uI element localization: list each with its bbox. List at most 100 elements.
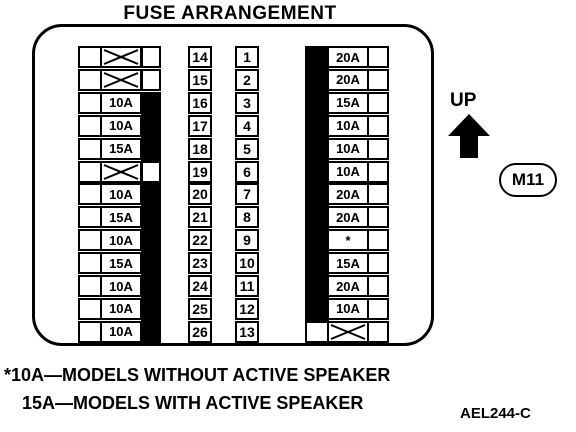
left-side-slot bbox=[141, 68, 161, 91]
left-fuse-label: 10A bbox=[109, 278, 133, 294]
slot-number: 14 bbox=[188, 46, 212, 68]
slot-number-label: 2 bbox=[243, 71, 251, 88]
left-fuse-terminal-block bbox=[141, 275, 161, 299]
slot-number: 19 bbox=[188, 160, 212, 183]
right-side-slot bbox=[367, 114, 389, 137]
slot-number: 3 bbox=[235, 91, 259, 114]
slot-number: 24 bbox=[188, 275, 212, 297]
right-side-slot bbox=[367, 137, 389, 160]
left-fuse: 10A bbox=[100, 297, 142, 320]
right-fuse: 20A bbox=[327, 68, 369, 91]
right-fuse-terminal-block bbox=[305, 275, 329, 299]
slot-number: 17 bbox=[188, 114, 212, 137]
right-fuse-label: 10A bbox=[336, 118, 360, 134]
right-fuse-terminal-block bbox=[305, 68, 329, 93]
left-fuse: 10A bbox=[100, 114, 142, 137]
slot-number-label: 13 bbox=[239, 323, 255, 340]
right-fuse-terminal-block bbox=[305, 206, 329, 231]
right-fuse-label: 20A bbox=[336, 278, 360, 294]
left-fuse: 10A bbox=[100, 275, 142, 297]
right-fuse-terminal-block bbox=[305, 91, 329, 116]
left-empty-slot bbox=[78, 320, 102, 343]
slot-number: 20 bbox=[188, 183, 212, 206]
left-fuse-label: 10A bbox=[109, 232, 133, 248]
right-fuse-terminal-block bbox=[305, 160, 329, 185]
left-empty-slot bbox=[78, 91, 102, 114]
note-line-2: 15A—MODELS WITH ACTIVE SPEAKER bbox=[22, 393, 364, 413]
right-fuse-terminal-block bbox=[305, 114, 329, 139]
right-fuse-label: 15A bbox=[336, 255, 360, 271]
right-side-slot bbox=[367, 46, 389, 68]
left-empty-slot bbox=[78, 160, 102, 183]
right-fuse: 20A bbox=[327, 275, 369, 297]
slot-number-label: 24 bbox=[192, 278, 208, 294]
slot-number-label: 9 bbox=[243, 232, 251, 249]
slot-number: 1 bbox=[235, 46, 259, 68]
up-arrow-icon bbox=[448, 114, 490, 158]
right-fuse-terminal-block bbox=[305, 137, 329, 162]
slot-number: 26 bbox=[188, 320, 212, 343]
right-fuse-terminal-block bbox=[305, 229, 329, 254]
right-side-slot bbox=[367, 320, 389, 343]
left-empty-slot bbox=[78, 206, 102, 229]
right-fuse-terminal-block bbox=[305, 252, 329, 276]
left-fuse-terminal-block bbox=[141, 229, 161, 254]
note-line-1: *10A—MODELS WITHOUT ACTIVE SPEAKER bbox=[4, 365, 390, 386]
right-fuse-label: 20A bbox=[336, 186, 360, 202]
slot-number-label: 20 bbox=[192, 186, 208, 203]
left-fuse-label: 10A bbox=[109, 186, 133, 202]
left-empty-slot bbox=[78, 183, 102, 206]
left-fuse-terminal-block bbox=[141, 320, 161, 345]
left-empty-slot bbox=[78, 252, 102, 275]
slot-number: 6 bbox=[235, 160, 259, 183]
left-fuse-terminal-block bbox=[141, 297, 161, 322]
left-fuse-label: 10A bbox=[109, 118, 133, 134]
slot-number-label: 7 bbox=[243, 186, 251, 203]
left-fuse-terminal-block bbox=[141, 91, 161, 116]
slot-number-label: 14 bbox=[192, 49, 208, 65]
slot-number-label: 5 bbox=[243, 140, 251, 157]
right-side-slot bbox=[367, 275, 389, 297]
slot-number: 15 bbox=[188, 68, 212, 91]
reference-code: AEL244-C bbox=[460, 405, 531, 422]
left-fuse bbox=[100, 46, 142, 68]
left-fuse-terminal-block bbox=[141, 114, 161, 139]
left-fuse-terminal-block bbox=[141, 206, 161, 231]
right-side-slot bbox=[367, 91, 389, 114]
left-fuse-terminal-block bbox=[141, 183, 161, 208]
left-empty-slot bbox=[78, 297, 102, 320]
left-fuse bbox=[100, 68, 142, 91]
right-fuse: 20A bbox=[327, 206, 369, 229]
right-side-slot bbox=[367, 206, 389, 229]
blank-fuse-x-icon bbox=[330, 323, 366, 340]
left-fuse-label: 15A bbox=[109, 209, 133, 225]
left-empty-slot bbox=[78, 229, 102, 252]
fuse-panel bbox=[32, 24, 434, 346]
note-text-1: 10A—MODELS WITHOUT ACTIVE SPEAKER bbox=[11, 365, 391, 385]
right-fuse-label: * bbox=[345, 232, 351, 248]
slot-number: 4 bbox=[235, 114, 259, 137]
note-star: * bbox=[4, 365, 12, 385]
diagram-title: FUSE ARRANGEMENT bbox=[123, 3, 337, 24]
right-fuse-label: 20A bbox=[336, 49, 360, 65]
right-fuse: 10A bbox=[327, 297, 369, 320]
left-empty-slot bbox=[78, 275, 102, 297]
left-empty-slot bbox=[78, 114, 102, 137]
slot-number-label: 22 bbox=[192, 232, 208, 249]
right-fuse: 20A bbox=[327, 46, 369, 68]
left-fuse-label: 15A bbox=[109, 255, 133, 271]
blank-fuse-x-icon bbox=[103, 71, 139, 88]
slot-number: 18 bbox=[188, 137, 212, 160]
slot-number: 8 bbox=[235, 206, 259, 229]
connector-label: M11 bbox=[499, 163, 557, 197]
slot-number: 9 bbox=[235, 229, 259, 252]
slot-number: 21 bbox=[188, 206, 212, 229]
right-fuse-terminal-block bbox=[305, 297, 329, 322]
left-fuse-label: 10A bbox=[109, 324, 133, 340]
blank-fuse-x-icon bbox=[103, 163, 139, 180]
slot-number-label: 4 bbox=[243, 117, 251, 134]
slot-number-label: 19 bbox=[192, 163, 208, 180]
slot-number-label: 15 bbox=[192, 71, 208, 88]
right-side-slot bbox=[367, 160, 389, 183]
left-fuse: 10A bbox=[100, 183, 142, 206]
